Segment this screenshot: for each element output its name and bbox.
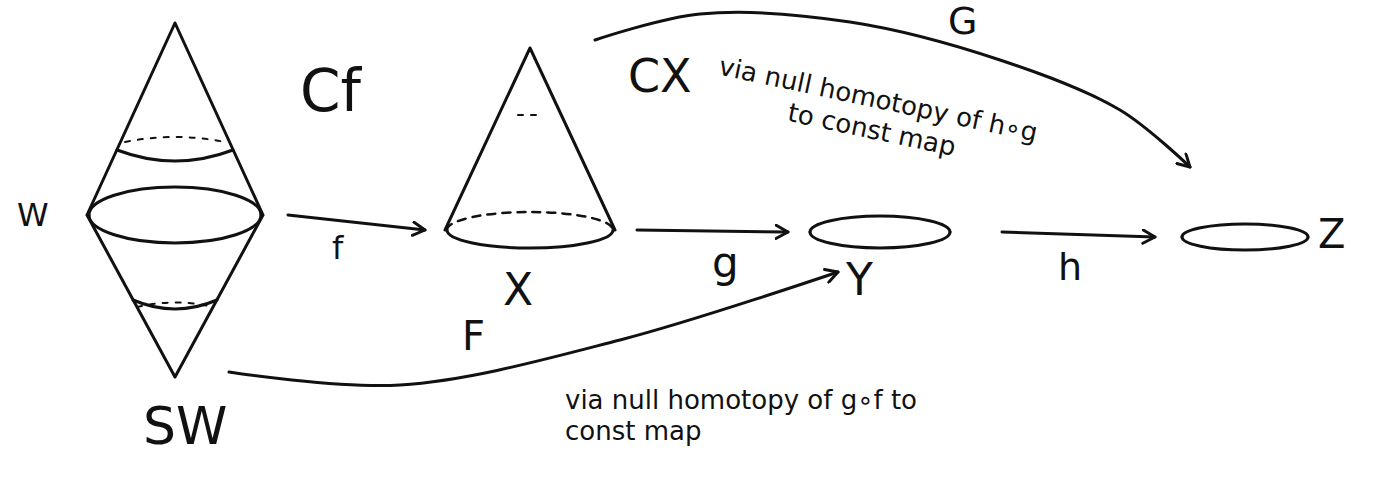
space-name: X (503, 268, 533, 312)
node-outline (85, 20, 265, 380)
space-ellipse: X (445, 210, 615, 250)
space-ellipse: Z (1180, 222, 1310, 252)
latitude-arc (133, 300, 217, 309)
latitude-arc (117, 150, 233, 161)
ellipse-back (810, 216, 950, 232)
ellipse-back (1182, 224, 1308, 237)
latitude-arc-hidden (125, 137, 225, 142)
space-name: Z (1318, 214, 1345, 254)
cone-label: Cf (300, 62, 361, 120)
space-ellipse: W (87, 185, 263, 245)
space-name: CX (628, 53, 692, 99)
ellipse-back (89, 187, 261, 215)
map-arrow (288, 215, 425, 230)
cone-outline (445, 48, 615, 230)
node-outline (440, 45, 620, 255)
map-arrow (637, 230, 788, 232)
cone-outline (87, 23, 263, 377)
annotation-note: via null homotopy of h∘g to const map (707, 50, 1043, 180)
map-name: G (948, 2, 977, 40)
annotation-note: via null homotopy of g∘f to const map (565, 385, 965, 447)
node-outline (87, 185, 263, 245)
suspension-double-cone: SWW (85, 20, 265, 380)
latitude-arc-hidden (137, 303, 213, 308)
map-name: f (332, 232, 343, 264)
ellipse-front (89, 215, 261, 243)
node-outline (808, 214, 952, 250)
space-name: SW (143, 400, 227, 452)
ellipse-front (810, 232, 950, 248)
map-arrow (229, 272, 838, 386)
latitude-arc-hidden (518, 114, 540, 116)
space-name: W (17, 199, 49, 231)
node-outline (445, 210, 615, 250)
ellipse-front (447, 230, 613, 248)
ellipse-front (1182, 237, 1308, 250)
ellipse-back (447, 212, 613, 230)
map-name: F (462, 316, 485, 356)
node-outline (1180, 222, 1310, 252)
space-name: Y (846, 258, 873, 302)
cone-shape: CXX (440, 45, 620, 255)
map-arrow (1002, 232, 1155, 237)
space-ellipse: Y (808, 214, 952, 250)
map-name: h (1058, 248, 1082, 286)
map-name: g (712, 242, 739, 284)
